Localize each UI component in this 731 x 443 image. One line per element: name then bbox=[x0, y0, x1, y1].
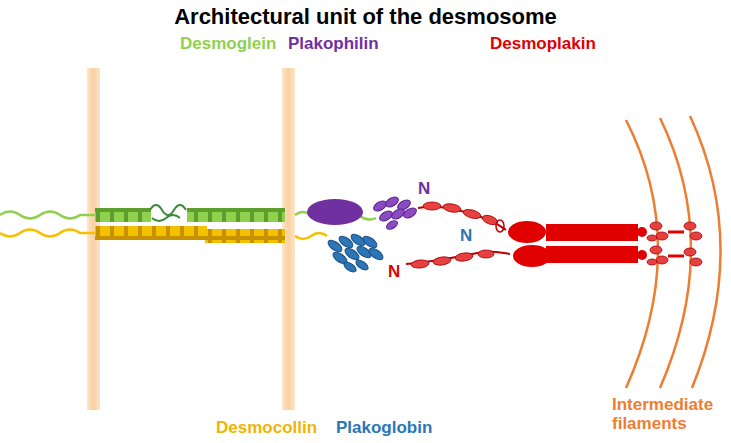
label-box: Plakophilin bbox=[288, 34, 379, 54]
desmoplakin-linker-line bbox=[668, 232, 684, 256]
title-box: Architectural unit of the desmosome bbox=[0, 4, 731, 30]
desmoplakin-linker bbox=[637, 250, 647, 260]
label-box: N bbox=[418, 179, 430, 199]
plakophilin-head bbox=[307, 199, 363, 225]
desmoplakin-spacer bbox=[496, 220, 504, 232]
desmoplakin-helices bbox=[411, 250, 494, 269]
desmoplakin-head bbox=[513, 245, 551, 267]
label-box: N bbox=[388, 262, 400, 282]
protein-label: Desmoplakin bbox=[490, 34, 596, 53]
terminus-label: N bbox=[418, 179, 430, 198]
desmocollin-domains bbox=[205, 229, 285, 243]
label-box: Plakoglobin bbox=[336, 418, 432, 438]
desmoplakin-linker bbox=[637, 227, 647, 237]
desmoplakin-head bbox=[508, 221, 546, 243]
desmoplakin-helices bbox=[423, 202, 499, 226]
title: Architectural unit of the desmosome bbox=[174, 4, 557, 29]
desmocollin-tail bbox=[295, 233, 327, 239]
protein-label: Intermediate filaments bbox=[612, 395, 724, 433]
protein-label: Plakophilin bbox=[288, 34, 379, 53]
label-box: N bbox=[460, 226, 472, 246]
plakophilin-arm-domain bbox=[372, 195, 418, 231]
label-box: Desmoplakin bbox=[490, 34, 596, 54]
terminus-label: N bbox=[388, 262, 400, 281]
desmoglein-interface bbox=[150, 205, 186, 221]
protein-label: Desmoglein bbox=[180, 34, 276, 53]
intermediate-filament bbox=[626, 116, 721, 388]
desmocollin-tail bbox=[0, 230, 95, 237]
label-box: Intermediate filaments bbox=[612, 395, 724, 433]
label-box: Desmocollin bbox=[216, 418, 317, 438]
desmoplakin-plakin-repeat bbox=[647, 222, 702, 266]
desmoplakin-rod bbox=[546, 246, 638, 263]
desmoglein-domains bbox=[187, 208, 285, 222]
plakoglobin-arm-domain bbox=[326, 232, 385, 274]
desmoglein-domains bbox=[95, 208, 151, 222]
desmocollin-domains bbox=[95, 226, 207, 240]
label-box: Desmoglein bbox=[180, 34, 276, 54]
desmoplakin-rod bbox=[546, 224, 638, 241]
protein-label: Desmocollin bbox=[216, 418, 317, 437]
terminus-label: N bbox=[460, 226, 472, 245]
protein-label: Plakoglobin bbox=[336, 418, 432, 437]
desmoglein-tail bbox=[0, 212, 95, 219]
